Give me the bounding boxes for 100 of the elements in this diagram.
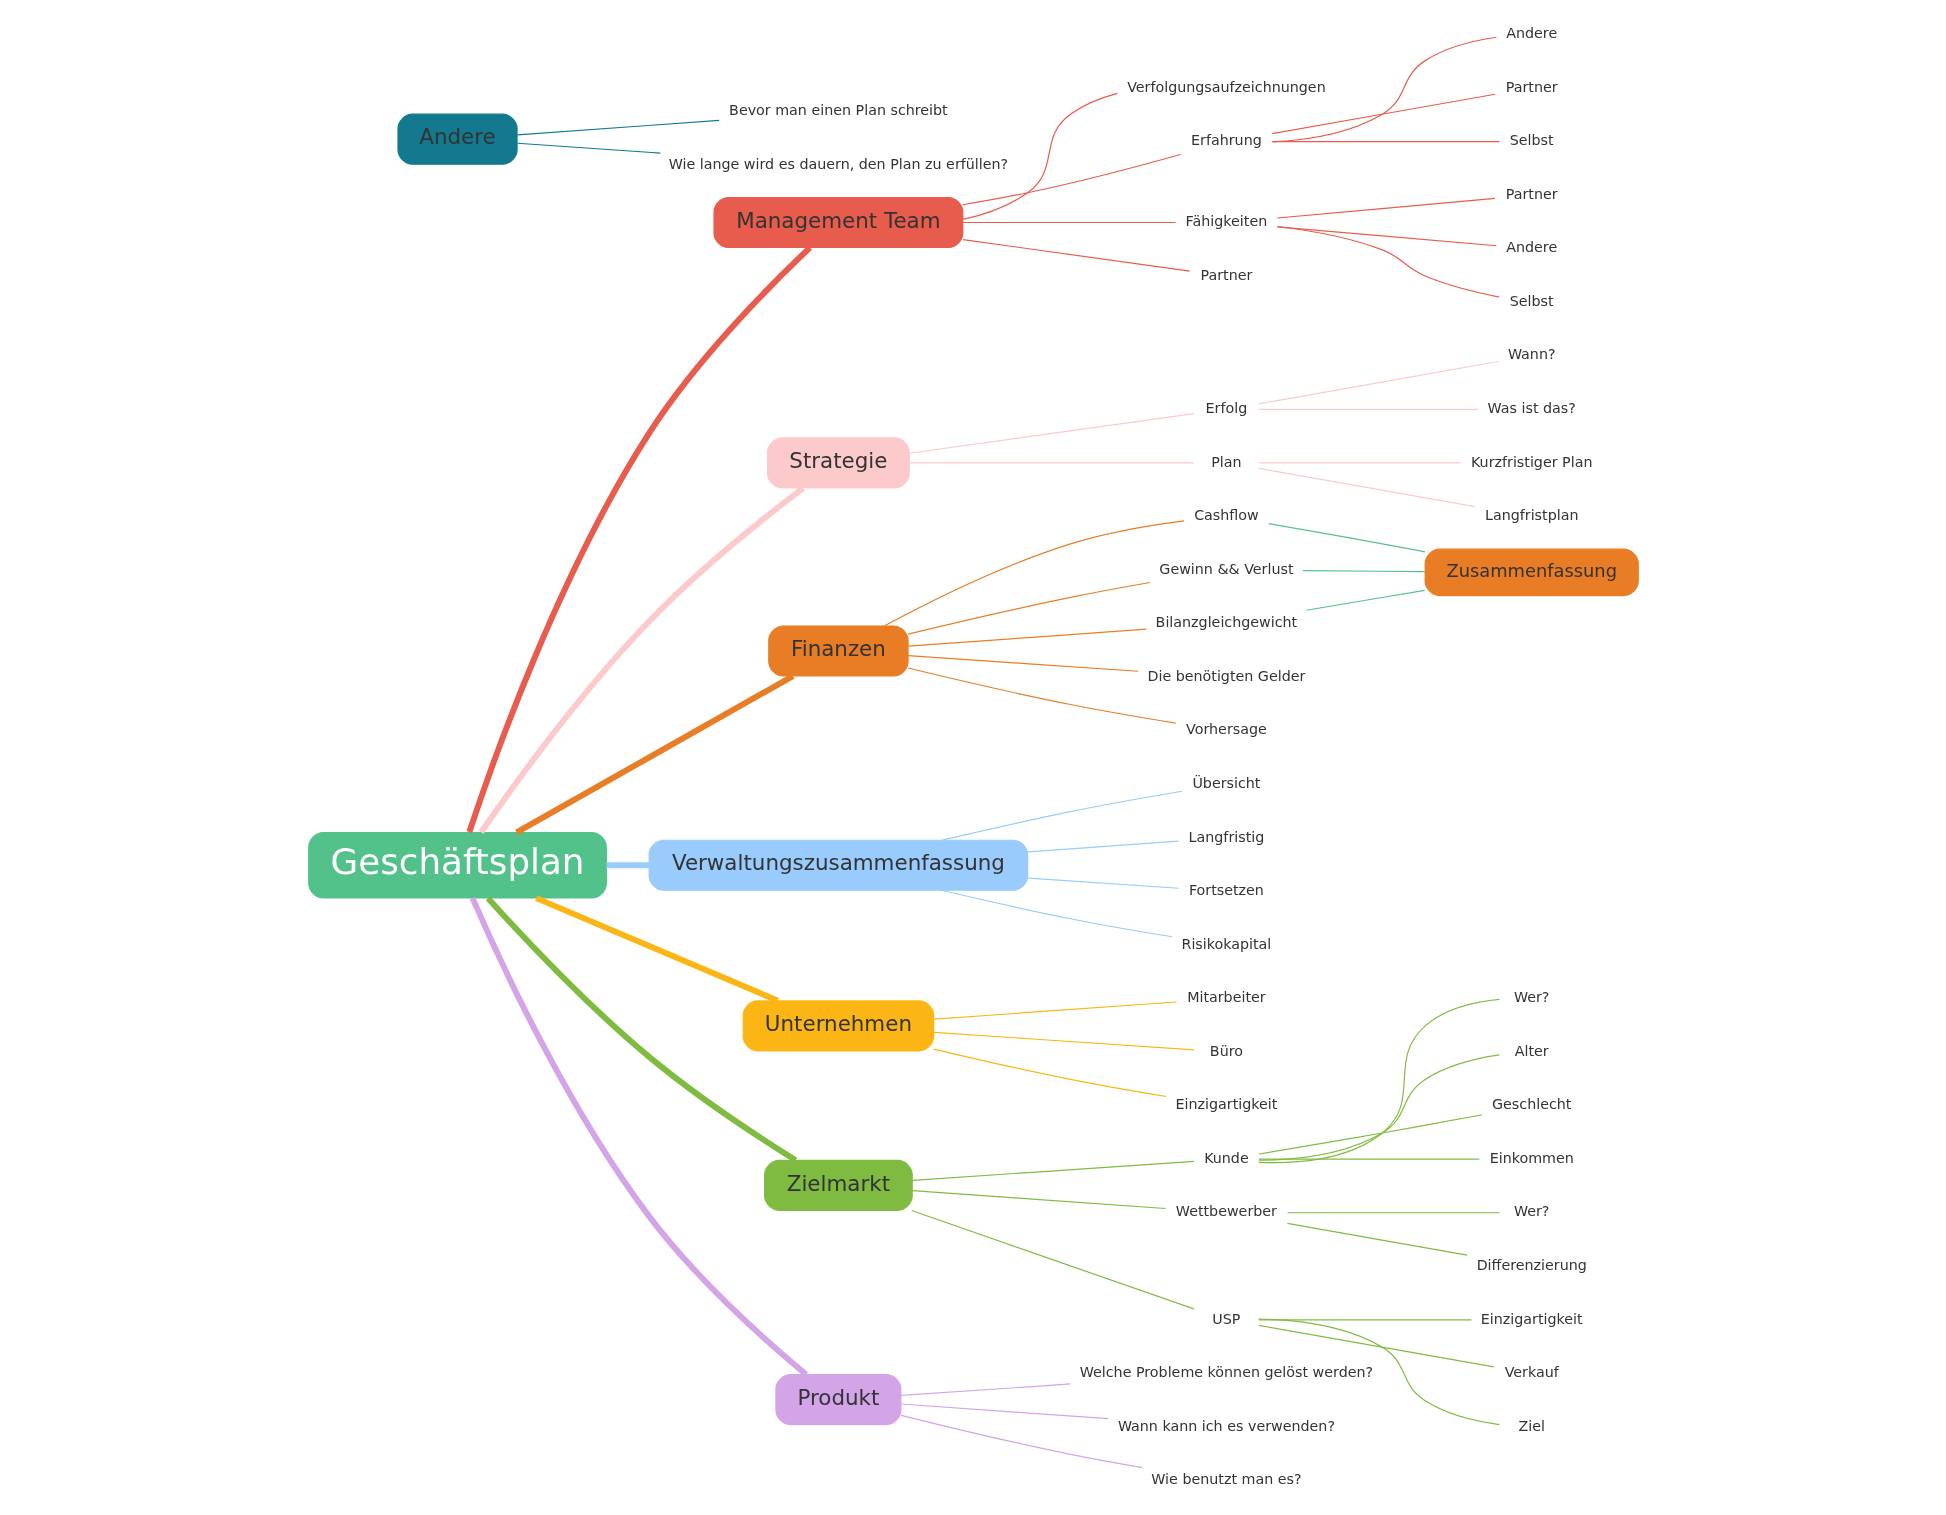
connector	[906, 667, 1176, 724]
connector	[911, 1189, 1166, 1210]
connector	[962, 221, 1176, 224]
node-box: Produkt	[774, 1374, 901, 1426]
node-box: Management Team	[712, 196, 963, 249]
connector	[1301, 570, 1425, 573]
node-text: Wie benutzt man es?	[1150, 1471, 1302, 1488]
node-text: Geschlecht	[1491, 1096, 1571, 1113]
connector	[1257, 1318, 1500, 1426]
connector	[908, 413, 1195, 454]
node-box: Strategie	[766, 437, 910, 489]
connector	[1286, 1222, 1468, 1256]
connector	[941, 790, 1183, 841]
connector	[516, 142, 661, 154]
node-text: Risikokapital	[1181, 935, 1271, 952]
connector	[900, 1414, 1143, 1469]
connector	[932, 1048, 1167, 1098]
connector	[478, 485, 805, 834]
node-text: Büro	[1209, 1042, 1243, 1059]
node-text: Einzigartigkeit	[1175, 1096, 1277, 1113]
connector	[1271, 36, 1497, 143]
node-text: Kunde	[1203, 1149, 1249, 1166]
connector	[962, 239, 1190, 272]
node-text: Selbst	[1509, 292, 1554, 309]
connector	[1257, 467, 1475, 508]
connector	[940, 889, 1173, 938]
node-text: Selbst	[1509, 132, 1554, 149]
node-text: Langfristig	[1188, 828, 1264, 845]
connector	[962, 92, 1118, 220]
connector	[1257, 1319, 1472, 1321]
node-text: Einzigartigkeit	[1480, 1310, 1583, 1327]
node-text: Differenzierung	[1476, 1257, 1587, 1274]
node-text: Ziel	[1517, 1417, 1545, 1434]
node-box: Zusammenfassung	[1424, 548, 1639, 597]
connector	[1271, 93, 1496, 135]
connector	[1271, 140, 1500, 143]
connector	[1257, 1324, 1494, 1368]
connector	[1257, 360, 1499, 405]
connector	[516, 119, 720, 136]
connector	[883, 520, 1185, 627]
node-text: Mitarbeiter	[1186, 989, 1266, 1006]
node-text: Verfolgungsaufzeichnungen	[1126, 78, 1326, 95]
connector	[534, 895, 779, 1004]
connector	[911, 1160, 1195, 1182]
node-text: Alter	[1514, 1042, 1549, 1059]
node-box: Unternehmen	[742, 1000, 934, 1052]
node-text: Einkommen	[1489, 1149, 1574, 1166]
node-text: Partner	[1199, 266, 1252, 283]
node-text: Wer?	[1513, 989, 1549, 1006]
connector	[1026, 877, 1179, 889]
node-box: Zielmarkt	[763, 1159, 913, 1211]
node-text: Welche Probleme können gelöst werden?	[1079, 1364, 1373, 1381]
node-text: Kurzfristiger Plan	[1470, 453, 1592, 470]
node-text: Fortsetzen	[1188, 882, 1264, 899]
node-text: Andere	[1505, 25, 1557, 42]
node-text: Wann kann ich es verwenden?	[1117, 1417, 1335, 1434]
node-box: Andere	[396, 113, 518, 165]
connector	[932, 1001, 1177, 1020]
node-text: Wie lange wird es dauern, den Plan zu erfüllen?	[668, 156, 1008, 173]
connector	[514, 673, 794, 836]
node-box: Finanzen	[767, 625, 909, 677]
node-text: USP	[1211, 1310, 1240, 1327]
connector	[907, 581, 1151, 635]
node-text: Fähigkeiten	[1185, 213, 1267, 230]
connector	[1257, 408, 1479, 410]
connector	[1286, 1212, 1500, 1214]
connector	[1257, 462, 1461, 464]
node-text: Erfahrung	[1190, 132, 1262, 149]
node-text: Verkauf	[1504, 1364, 1559, 1381]
node-text: Wer?	[1513, 1203, 1549, 1220]
connector	[1276, 197, 1496, 219]
connector	[907, 628, 1147, 647]
node-text: Vorhersage	[1185, 721, 1267, 738]
node-text: Plan	[1210, 453, 1242, 470]
connector	[1267, 522, 1426, 553]
connector	[900, 1383, 1071, 1397]
node-text: Partner	[1505, 78, 1558, 95]
connector	[1276, 226, 1497, 247]
node-text: Cashflow	[1193, 507, 1259, 524]
node-text: Was ist das?	[1487, 400, 1576, 417]
node-text: Erfolg	[1205, 400, 1247, 417]
connector	[1257, 1114, 1483, 1155]
connector	[1026, 840, 1179, 853]
connector	[910, 1209, 1194, 1310]
connector	[469, 896, 808, 1377]
node-text: Andere	[1505, 239, 1557, 256]
node-text: Wettbewerber	[1175, 1203, 1277, 1220]
connector	[485, 896, 797, 1163]
node-box: Geschäftsplan	[307, 831, 607, 899]
connector	[1305, 589, 1425, 611]
connector	[961, 153, 1181, 206]
connector	[1257, 1054, 1500, 1161]
node-text: Übersicht	[1191, 774, 1260, 791]
node-text: Die benötigten Gelder	[1146, 667, 1305, 684]
connector	[908, 462, 1195, 464]
node-text: Gewinn && Verlust	[1158, 560, 1294, 577]
connector	[606, 862, 649, 869]
connector	[932, 1031, 1195, 1051]
node-text: Bevor man einen Plan schreibt	[728, 102, 948, 119]
node-box: Verwaltungszusammenfassung	[648, 839, 1028, 891]
